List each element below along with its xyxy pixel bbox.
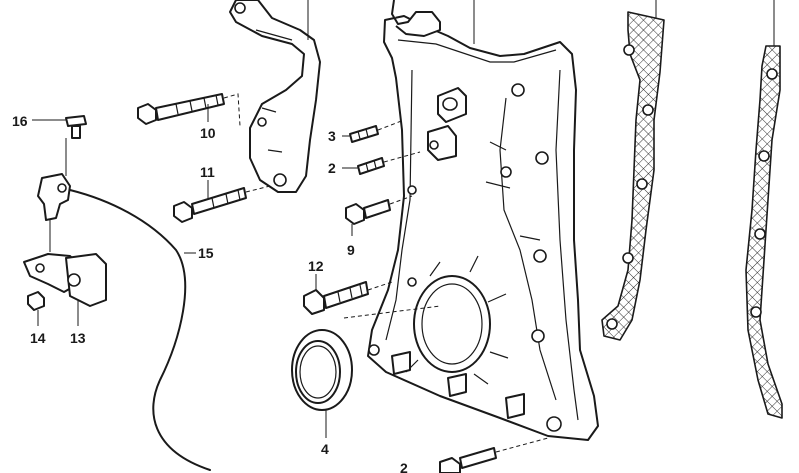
sensor-15 (37, 173, 211, 471)
callout-2-lower: 2 (400, 460, 408, 473)
timing-cover (367, 0, 599, 441)
screw-16 (65, 115, 87, 139)
bolt-12 (303, 281, 369, 315)
callout-14: 14 (30, 330, 46, 346)
shaft-seal (291, 329, 353, 411)
sensor-bracket-13 (23, 253, 107, 307)
callout-2: 2 (328, 160, 336, 176)
nut-14 (27, 291, 45, 311)
stud-3 (349, 125, 379, 143)
callout-4: 4 (321, 441, 329, 457)
callout-12: 12 (308, 258, 324, 274)
bolt-bottom (439, 447, 497, 473)
callout-3: 3 (328, 128, 336, 144)
bolt-11 (173, 187, 247, 223)
stud-2 (357, 157, 385, 175)
bolt-9 (345, 199, 391, 225)
mounting-bracket (229, 0, 321, 193)
callout-13: 13 (70, 330, 86, 346)
callout-16: 16 (12, 113, 28, 129)
bolt-10 (137, 93, 225, 125)
callout-10: 10 (200, 125, 216, 141)
gasket-front (601, 11, 665, 341)
callout-labels: 16 10 3 2 11 9 15 12 14 13 4 2 (12, 113, 408, 473)
callout-9: 9 (347, 242, 355, 258)
gasket-rear (745, 45, 783, 419)
callout-11: 11 (200, 164, 215, 180)
leader-lines (32, 0, 775, 453)
callout-15: 15 (198, 245, 214, 261)
